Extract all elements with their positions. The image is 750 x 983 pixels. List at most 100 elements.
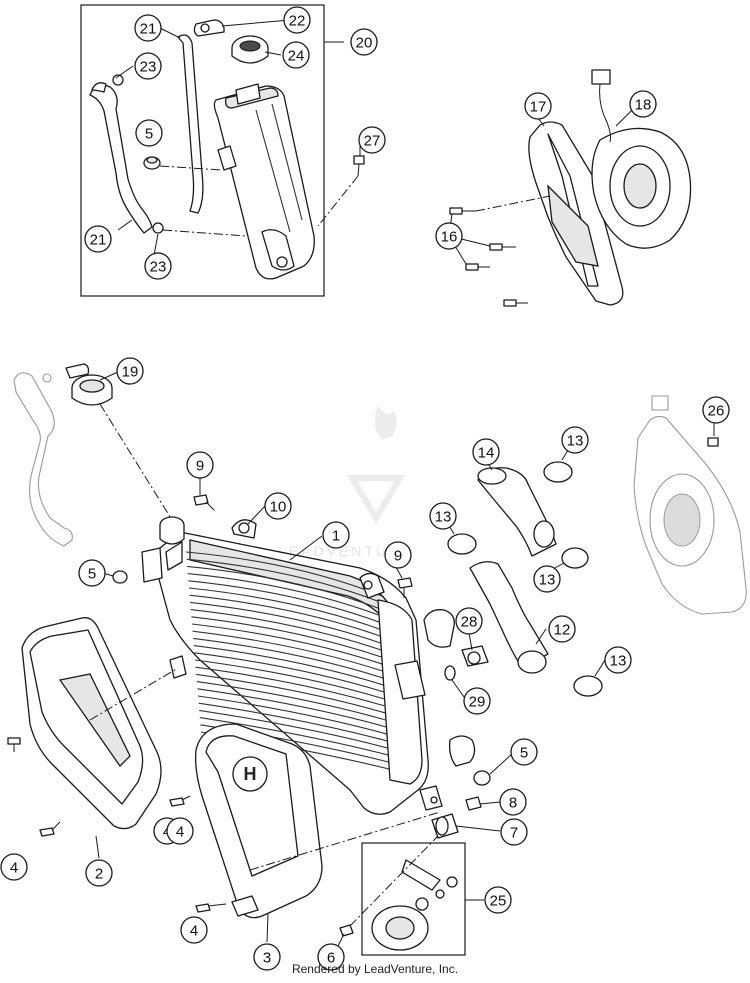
radiator-hose-12 bbox=[469, 561, 549, 674]
callout-label: 5 bbox=[145, 126, 153, 143]
callout-9: 9 bbox=[186, 451, 214, 479]
vent-fitting-22 bbox=[193, 19, 225, 37]
callout-16: 16 bbox=[435, 222, 463, 250]
callout-label: 13 bbox=[435, 509, 452, 526]
callout-label: 21 bbox=[140, 21, 157, 38]
callout-label: 12 bbox=[554, 622, 571, 639]
callout-21: 21 bbox=[134, 14, 162, 42]
callout-24: 24 bbox=[282, 41, 310, 69]
lower-cover-dash-line bbox=[249, 811, 441, 871]
callout-7: 7 bbox=[500, 818, 528, 846]
callout-28: 28 bbox=[455, 607, 483, 635]
callout-20: 20 bbox=[350, 28, 378, 56]
callout-label: 9 bbox=[394, 548, 402, 565]
callout-label: 14 bbox=[478, 445, 495, 462]
hose-clamp-23 bbox=[112, 74, 164, 234]
callout-4: 4 bbox=[180, 916, 208, 944]
callout-13: 13 bbox=[533, 565, 561, 593]
bolt-27 bbox=[353, 155, 365, 177]
callout-label: 24 bbox=[288, 48, 305, 65]
callout-17: 17 bbox=[524, 92, 552, 120]
ghost-fan-assembly bbox=[633, 395, 747, 615]
callout-29: 29 bbox=[463, 687, 491, 715]
hose-clamp-13 bbox=[447, 461, 603, 697]
callout-3: 3 bbox=[253, 943, 281, 971]
grommet-5-left bbox=[112, 570, 128, 584]
callout-label: 2 bbox=[95, 866, 103, 883]
screw-8 bbox=[465, 796, 482, 811]
cover-dash-line bbox=[89, 667, 179, 721]
horn-dash-line bbox=[349, 835, 439, 927]
callout-label: 20 bbox=[356, 35, 373, 52]
callout-2: 2 bbox=[85, 859, 113, 887]
nut-6 bbox=[339, 924, 354, 937]
callout-label: 22 bbox=[289, 13, 306, 30]
callout-6: 6 bbox=[317, 943, 345, 971]
leadventure-watermark: LEADVENTURE bbox=[278, 406, 411, 559]
callout-5: 5 bbox=[510, 738, 538, 766]
lower-cover-3: H bbox=[194, 723, 323, 919]
radiator-hose-14 bbox=[477, 467, 557, 557]
callout-10: 10 bbox=[264, 492, 292, 520]
callout-label: 13 bbox=[539, 572, 556, 589]
callout-8: 8 bbox=[499, 788, 527, 816]
callout-12: 12 bbox=[548, 615, 576, 643]
callout-label: 25 bbox=[490, 893, 507, 910]
cooling-fan-18 bbox=[591, 69, 692, 249]
callout-label: 1 bbox=[332, 528, 340, 545]
expansion-tank bbox=[213, 83, 315, 280]
callout-label: 3 bbox=[263, 950, 271, 967]
callout-label: 18 bbox=[635, 97, 652, 114]
screw-4 bbox=[7, 737, 227, 913]
callout-13: 13 bbox=[429, 502, 457, 530]
callout-19: 19 bbox=[116, 357, 144, 385]
callout-14: 14 bbox=[472, 438, 500, 466]
temp-sensor-28 bbox=[461, 645, 489, 667]
callout-27: 27 bbox=[358, 126, 386, 154]
callout-layer: 1234444555678991012131313131416171819202… bbox=[0, 6, 730, 971]
callout-label: 29 bbox=[469, 694, 486, 711]
callout-label: 23 bbox=[150, 259, 167, 276]
callout-5: 5 bbox=[78, 559, 106, 587]
callout-13: 13 bbox=[604, 646, 632, 674]
callout-label: 27 bbox=[364, 133, 381, 150]
callout-label: 17 bbox=[530, 99, 547, 116]
callout-label: 4 bbox=[190, 923, 198, 940]
callout-23: 23 bbox=[144, 252, 172, 280]
grommet-5-top bbox=[143, 156, 161, 170]
callout-label: 21 bbox=[90, 232, 107, 249]
footer-credit: Rendered by LeadVenture, Inc. bbox=[291, 962, 459, 976]
callout-5: 5 bbox=[135, 119, 163, 147]
radiator-cap-19 bbox=[65, 363, 113, 406]
callout-label: 8 bbox=[509, 795, 517, 812]
callout-4: 4 bbox=[0, 853, 28, 881]
top-box-leaders bbox=[115, 19, 361, 256]
callout-label: 13 bbox=[567, 433, 584, 450]
callout-4: 4 bbox=[166, 817, 194, 845]
callout-9: 9 bbox=[384, 541, 412, 569]
tank-cap-24 bbox=[231, 35, 269, 64]
callout-label: 19 bbox=[122, 364, 139, 381]
side-cover-2 bbox=[21, 617, 162, 830]
callout-label: 5 bbox=[520, 745, 528, 762]
callout-26: 26 bbox=[702, 396, 730, 424]
brand-badge-letter: H bbox=[244, 764, 257, 784]
callout-label: 6 bbox=[327, 950, 335, 967]
radiator-1 bbox=[141, 516, 476, 815]
callout-18: 18 bbox=[629, 90, 657, 118]
screw-9 bbox=[193, 494, 413, 598]
callout-25: 25 bbox=[484, 886, 512, 914]
cap-dash-line bbox=[99, 403, 173, 521]
callout-label: 16 bbox=[441, 229, 458, 246]
callout-1: 1 bbox=[322, 521, 350, 549]
grommet-5-right bbox=[473, 770, 491, 786]
callout-22: 22 bbox=[283, 6, 311, 34]
callout-label: 10 bbox=[270, 499, 287, 516]
callout-label: 4 bbox=[176, 824, 184, 841]
horn-group-box bbox=[361, 842, 466, 956]
o-ring-29 bbox=[444, 665, 456, 681]
callout-label: 5 bbox=[88, 566, 96, 583]
leader-18 bbox=[615, 109, 633, 127]
screw-16 bbox=[448, 195, 551, 307]
